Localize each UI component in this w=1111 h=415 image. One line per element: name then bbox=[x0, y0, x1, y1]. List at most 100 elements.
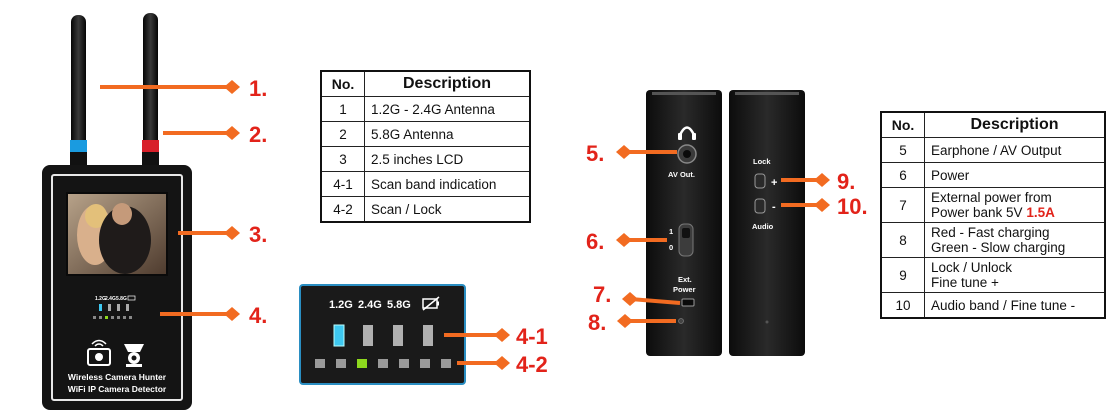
callout-8: 8. bbox=[588, 310, 606, 335]
table-row: 10 Audio band / Fine tune - bbox=[880, 292, 1106, 319]
header-description: Description bbox=[364, 70, 531, 97]
row-no: 4-2 bbox=[320, 196, 365, 223]
antenna-1 bbox=[71, 15, 86, 165]
callout-6: 6. bbox=[586, 229, 604, 254]
side-view-right: Lock + - Audio bbox=[729, 90, 805, 356]
row-desc: Audio band / Fine tune - bbox=[924, 292, 1106, 319]
row-desc: External power from Power bank 5V 1.5A bbox=[924, 187, 1106, 223]
row-no: 7 bbox=[880, 187, 925, 223]
row-no: 5 bbox=[880, 137, 925, 163]
band-led bbox=[393, 325, 403, 346]
front-band-labels: 1.2G 2.4G 5.8G bbox=[95, 295, 136, 302]
table-header-row: No. Description bbox=[880, 111, 1106, 138]
table-header-row: No. Description bbox=[320, 70, 531, 97]
row-desc: 1.2G - 2.4G Antenna bbox=[364, 96, 531, 122]
callout-4: 4. bbox=[249, 303, 267, 328]
table-row: 8 Red - Fast charging Green - Slow charg… bbox=[880, 222, 1106, 258]
row-desc: Power bbox=[924, 162, 1106, 188]
callout-7: 7. bbox=[593, 282, 611, 307]
callout-10: 10. bbox=[837, 194, 868, 219]
row-no: 1 bbox=[320, 96, 365, 122]
callout-3: 3. bbox=[249, 222, 267, 247]
callout-arrows bbox=[100, 80, 830, 370]
front-led-row bbox=[93, 304, 132, 319]
scan-led bbox=[441, 359, 451, 368]
callout-2: 2. bbox=[249, 122, 267, 147]
row-no: 8 bbox=[880, 222, 925, 258]
band-label-5-8g: 5.8G bbox=[387, 299, 411, 311]
switch-off-label: 0 bbox=[669, 243, 673, 252]
row-desc-line1: Lock / Unlock bbox=[931, 260, 1013, 275]
headphone-icon bbox=[678, 126, 696, 140]
band-indicator-panel: 1.2G 2.4G 5.8G bbox=[299, 284, 466, 385]
band-label-2-4g: 2.4G bbox=[358, 299, 382, 311]
table-row: 4-1 Scan band indication bbox=[320, 171, 531, 197]
ip-camera-icon bbox=[124, 344, 144, 367]
header-no: No. bbox=[320, 70, 365, 97]
side-view-left: AV Out. 1 0 Ext. Power bbox=[646, 90, 722, 356]
row-desc: Lock / Unlock Fine tune + bbox=[924, 257, 1106, 293]
scan-led bbox=[420, 359, 430, 368]
callout-9: 9. bbox=[837, 169, 855, 194]
row-desc-line2: Green - Slow charging bbox=[931, 240, 1066, 255]
row-desc: Scan band indication bbox=[364, 171, 531, 197]
band-label-1-2g: 1.2G bbox=[329, 299, 353, 311]
row-desc-line2: Power bank 5V bbox=[931, 205, 1027, 220]
row-no: 2 bbox=[320, 121, 365, 147]
front-description-table: No. Description 1 1.2G - 2.4G Antenna 2 … bbox=[320, 70, 531, 223]
front-band-label: 2.4G bbox=[105, 296, 116, 302]
device-name-line2: WiFi IP Camera Detector bbox=[68, 384, 167, 394]
row-desc-line2: Fine tune + bbox=[931, 275, 999, 290]
scan-led bbox=[315, 359, 325, 368]
scan-led bbox=[336, 359, 346, 368]
callout-4-1: 4-1 bbox=[516, 324, 548, 349]
table-row: 3 2.5 inches LCD bbox=[320, 146, 531, 172]
audio-button bbox=[754, 198, 766, 214]
callout-labels: 1. 2. 3. 4. 4-1 4-2 5. 6. 7. 8. 9. 10. bbox=[249, 76, 868, 377]
battery-icon bbox=[127, 295, 136, 301]
av-out-label: AV Out. bbox=[668, 170, 695, 179]
callout-4-2: 4-2 bbox=[516, 352, 548, 377]
row-desc-line1: External power from bbox=[931, 190, 1052, 205]
band-led bbox=[363, 325, 373, 346]
callout-5: 5. bbox=[586, 141, 604, 166]
row-no: 6 bbox=[880, 162, 925, 188]
front-band-label: 1.2G bbox=[95, 296, 106, 302]
band-leds-4-1 bbox=[333, 324, 433, 347]
device-name-line1: Wireless Camera Hunter bbox=[68, 372, 167, 382]
row-no: 10 bbox=[880, 292, 925, 319]
table-row: 6 Power bbox=[880, 162, 1106, 188]
side-description-table: No. Description 5 Earphone / AV Output 6… bbox=[880, 111, 1106, 319]
row-no: 4-1 bbox=[320, 171, 365, 197]
scan-led-active bbox=[357, 359, 367, 368]
switch-on-label: 1 bbox=[669, 227, 673, 236]
scan-led bbox=[399, 359, 409, 368]
table-row: 1 1.2G - 2.4G Antenna bbox=[320, 96, 531, 122]
band-led-active bbox=[333, 324, 345, 347]
callout-1: 1. bbox=[249, 76, 267, 101]
band-led bbox=[423, 325, 433, 346]
table-row: 5 Earphone / AV Output bbox=[880, 137, 1106, 163]
ext-power-label-1: Ext. bbox=[678, 275, 692, 284]
row-desc: Earphone / AV Output bbox=[924, 137, 1106, 163]
lock-label: Lock bbox=[753, 157, 771, 166]
antenna-1-blue-ring bbox=[70, 140, 87, 152]
detector-front-view: 1.2G 2.4G 5.8G bbox=[42, 13, 192, 410]
row-desc: Red - Fast charging Green - Slow chargin… bbox=[924, 222, 1106, 258]
scan-led bbox=[378, 359, 388, 368]
minus-label: - bbox=[772, 201, 776, 213]
audio-label: Audio bbox=[752, 222, 774, 231]
table-row: 9 Lock / Unlock Fine tune + bbox=[880, 257, 1106, 293]
front-band-label: 5.8G bbox=[116, 296, 127, 302]
row-no: 9 bbox=[880, 257, 925, 293]
current-highlight: 1.5A bbox=[1026, 205, 1055, 220]
wifi-camera-icon bbox=[87, 339, 111, 366]
row-desc: 5.8G Antenna bbox=[364, 121, 531, 147]
ext-power-label-2: Power bbox=[673, 285, 696, 294]
row-no: 3 bbox=[320, 146, 365, 172]
battery-empty-icon bbox=[422, 296, 440, 311]
row-desc: 2.5 inches LCD bbox=[364, 146, 531, 172]
antenna-2-red-ring bbox=[142, 140, 159, 152]
charge-led bbox=[678, 318, 684, 324]
